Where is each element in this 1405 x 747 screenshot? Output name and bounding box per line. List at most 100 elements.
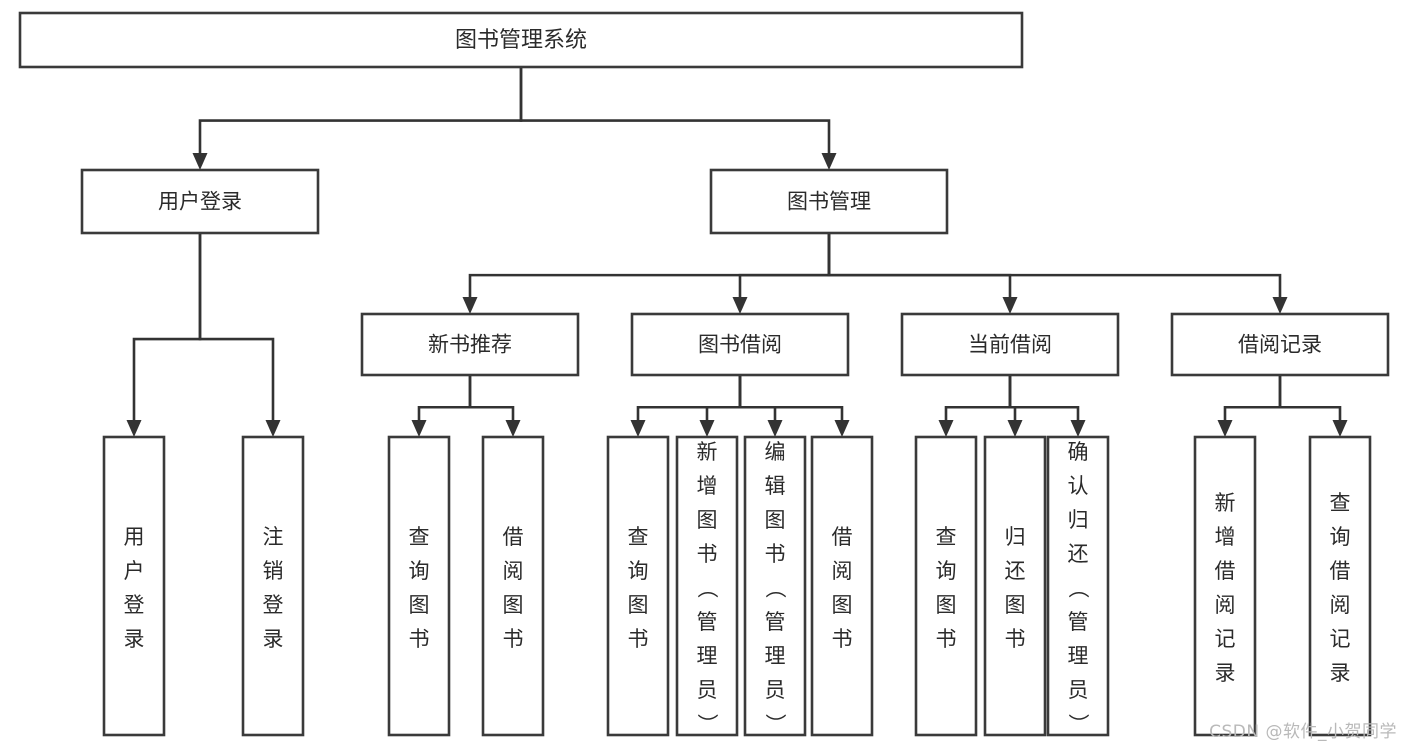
- connector-arrowhead: [1002, 297, 1018, 314]
- node-label-char: 借: [503, 525, 524, 549]
- node-label-char: 注: [263, 525, 284, 549]
- node-label-char: 认: [1068, 474, 1089, 498]
- connector-arrowhead: [411, 420, 427, 437]
- node-label-char: 书: [1005, 627, 1026, 651]
- node-label-char: 图: [628, 593, 649, 617]
- node-label-char: 书: [503, 627, 524, 651]
- node-borrow-records[interactable]: 借阅记录: [1170, 312, 1390, 377]
- node-label-char: 书: [936, 627, 957, 651]
- node-label: 用户登录: [158, 190, 242, 214]
- node-current-borrow[interactable]: 当前借阅: [900, 312, 1120, 377]
- node-box: [900, 312, 1120, 377]
- node-label-char: 询: [409, 559, 430, 583]
- node-label-char: 编: [765, 440, 786, 464]
- node-box: [102, 435, 166, 737]
- node-label-char: 录: [1330, 661, 1351, 685]
- connector-arrowhead: [462, 297, 478, 314]
- node-label-char: 借: [1215, 559, 1236, 583]
- node-label-char: 确: [1068, 440, 1089, 464]
- node-leaf-query-record[interactable]: 查询借阅记录查询借阅记录: [1308, 435, 1372, 737]
- connector-line: [198, 233, 275, 421]
- node-label-char: 记: [1215, 627, 1236, 651]
- node-new-book-recommend[interactable]: 新书推荐: [360, 312, 580, 377]
- node-label-char: 记: [1330, 627, 1351, 651]
- node-leaf-borrow-book-2[interactable]: 借阅图书借阅图书: [810, 435, 874, 737]
- node-label-char: 理: [765, 644, 786, 668]
- node-label-char: 管: [1068, 610, 1089, 634]
- node-leaf-add-record[interactable]: 新增借阅记录新增借阅记录: [1193, 435, 1257, 737]
- node-book-management[interactable]: 图书管理: [709, 168, 949, 235]
- node-label-char: 录: [124, 627, 145, 651]
- node-label-char: 图: [503, 593, 524, 617]
- node-label-char: 管: [765, 610, 786, 634]
- node-label-char: 查: [1330, 491, 1351, 515]
- node-box: [709, 168, 949, 235]
- node-label-char: 查: [409, 525, 430, 549]
- connector-arrowhead: [834, 420, 850, 437]
- node-label-char: 辑: [765, 474, 786, 498]
- connector-arrowhead: [630, 420, 646, 437]
- node-label-char: 理: [697, 644, 718, 668]
- node-leaf-return-book[interactable]: 归还图书归还图书: [983, 435, 1047, 737]
- node-label: 图书管理: [787, 190, 871, 214]
- node-label-char: 阅: [1330, 593, 1351, 617]
- node-box: [481, 435, 545, 737]
- connector-line: [827, 233, 1282, 298]
- node-label-char: 理: [1068, 644, 1089, 668]
- node-label: 新书推荐: [428, 333, 512, 357]
- node-label-char: 书: [409, 627, 430, 651]
- node-box: [360, 312, 580, 377]
- node-book-borrow[interactable]: 图书借阅: [630, 312, 850, 377]
- node-box: [810, 435, 874, 737]
- node-box: [914, 435, 978, 737]
- node-box: [18, 11, 1024, 69]
- node-label-char: 询: [628, 559, 649, 583]
- node-root[interactable]: 图书管理系统: [18, 11, 1024, 69]
- node-label-char: 书: [765, 542, 786, 566]
- connector-arrowhead: [938, 420, 954, 437]
- node-leaf-query-book-3[interactable]: 查询图书查询图书: [914, 435, 978, 737]
- connector-line: [198, 67, 523, 154]
- connector-arrowhead: [767, 420, 783, 437]
- connector-line: [417, 375, 472, 421]
- connector-line: [468, 375, 515, 421]
- connector-arrowhead: [1217, 420, 1233, 437]
- node-box: [630, 312, 850, 377]
- node-user-login[interactable]: 用户登录: [80, 168, 320, 235]
- connector-line: [132, 233, 202, 421]
- node-label-char: 询: [1330, 525, 1351, 549]
- connector-line: [468, 233, 831, 298]
- node-leaf-query-book-1[interactable]: 查询图书查询图书: [387, 435, 451, 737]
- node-label-char: 员: [1068, 678, 1089, 702]
- node-box: [743, 435, 807, 737]
- node-box: [675, 435, 739, 737]
- node-label-char: 借: [832, 525, 853, 549]
- node-box: [241, 435, 305, 737]
- node-leaf-query-book-2[interactable]: 查询图书查询图书: [606, 435, 670, 737]
- node-leaf-logout[interactable]: 注销登录注销登录: [241, 435, 305, 737]
- node-label-char: 新: [1215, 491, 1236, 515]
- node-label-char: （: [763, 577, 787, 598]
- connector-arrowhead: [505, 420, 521, 437]
- node-label-char: 书: [697, 542, 718, 566]
- connector-arrowhead: [192, 153, 208, 170]
- connector-arrowhead: [1272, 297, 1288, 314]
- node-label-char: 员: [697, 678, 718, 702]
- node-box: [387, 435, 451, 737]
- node-label-char: 用: [124, 525, 145, 549]
- node-label-char: 登: [124, 593, 145, 617]
- node-label-char: 管: [697, 610, 718, 634]
- node-box: [983, 435, 1047, 737]
- node-label-char: 录: [1215, 661, 1236, 685]
- node-label-char: 销: [263, 559, 284, 583]
- node-label-char: 新: [697, 440, 718, 464]
- node-leaf-borrow-book-1[interactable]: 借阅图书借阅图书: [481, 435, 545, 737]
- connector-line: [519, 67, 831, 154]
- node-label-char: 图: [1005, 593, 1026, 617]
- node-box: [80, 168, 320, 235]
- node-label: 借阅记录: [1238, 333, 1322, 357]
